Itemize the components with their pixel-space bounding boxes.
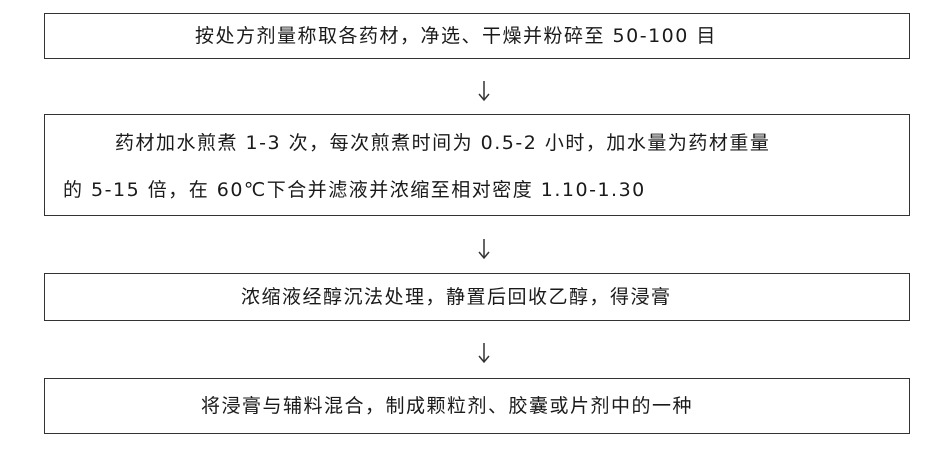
flow-step-3-text: 浓缩液经醇沉法处理，静置后回收乙醇，得浸膏 [241, 286, 672, 308]
flow-step-2: 药材加水煎煮 1-3 次，每次煎煮时间为 0.5-2 小时，加水量为药材重量 的… [44, 114, 910, 216]
flow-step-1-text: 按处方剂量称取各药材，净选、干燥并粉碎至 50-100 目 [195, 25, 717, 47]
down-arrow-icon [476, 342, 492, 364]
flow-step-2-text-line-1: 药材加水煎煮 1-3 次，每次煎煮时间为 0.5-2 小时，加水量为药材重量 [115, 132, 770, 154]
down-arrow-icon [476, 238, 492, 260]
flow-step-4-text: 将浸膏与辅料混合，制成颗粒剂、胶囊或片剂中的一种 [201, 395, 693, 417]
flow-step-3: 浓缩液经醇沉法处理，静置后回收乙醇，得浸膏 [44, 273, 910, 321]
flow-step-2-text-line-2: 的 5-15 倍，在 60℃下合并滤液并浓缩至相对密度 1.10-1.30 [63, 179, 646, 201]
flow-step-4: 将浸膏与辅料混合，制成颗粒剂、胶囊或片剂中的一种 [44, 378, 910, 434]
down-arrow-icon [476, 80, 492, 102]
flow-step-1: 按处方剂量称取各药材，净选、干燥并粉碎至 50-100 目 [44, 13, 910, 59]
